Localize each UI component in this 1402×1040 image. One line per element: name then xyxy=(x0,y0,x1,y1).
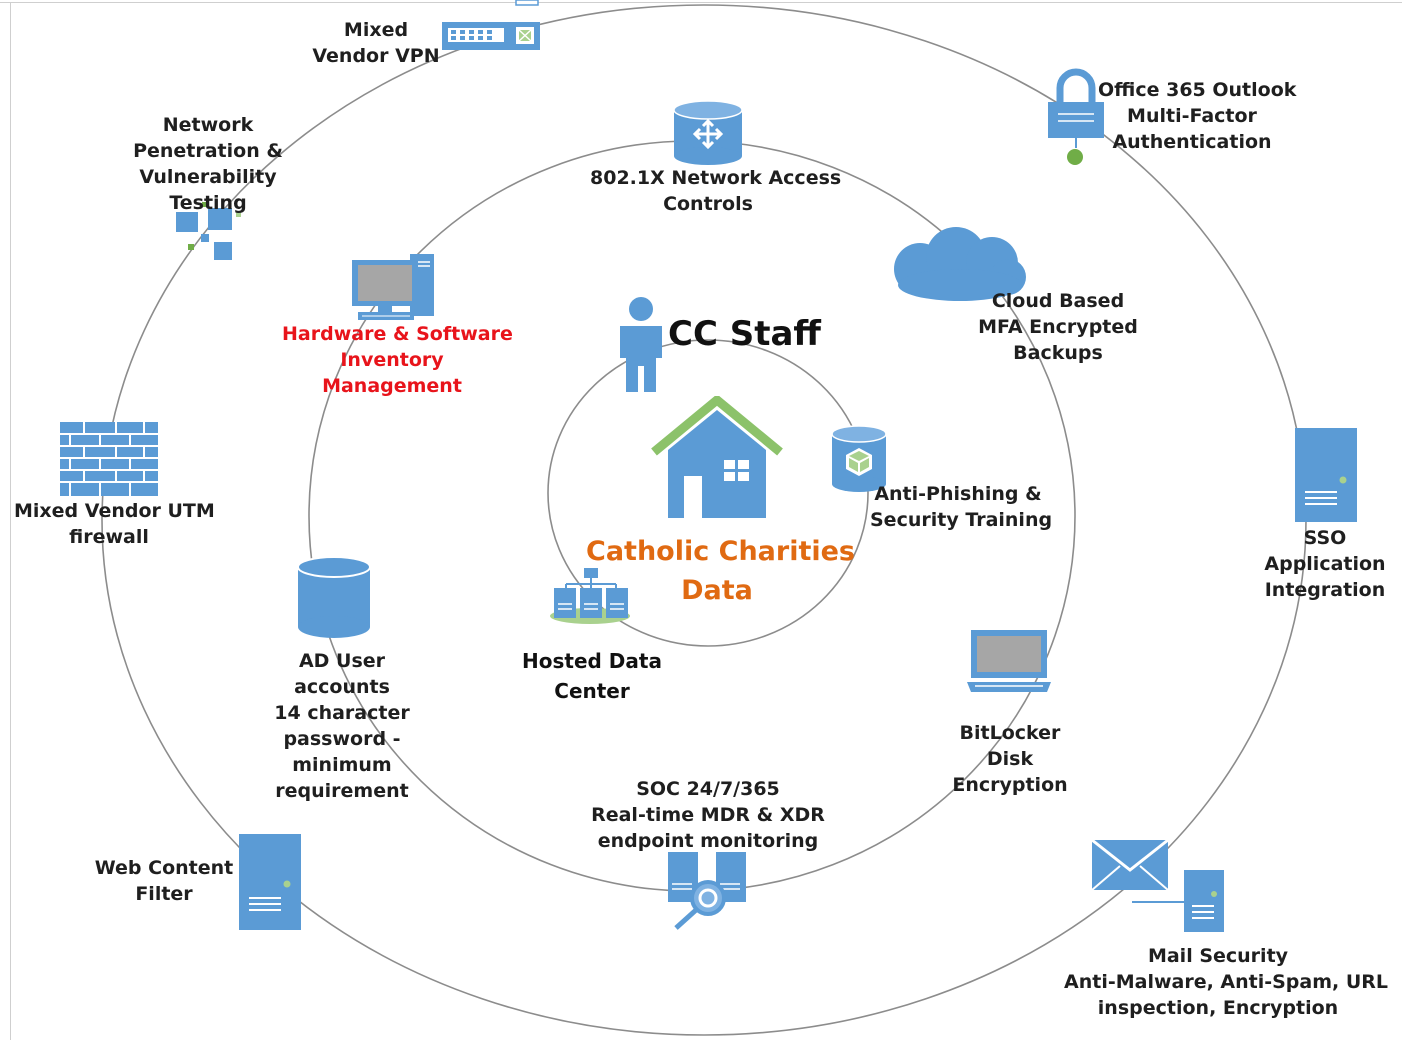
padlock-icon xyxy=(1048,68,1104,165)
brick-wall-icon xyxy=(60,422,158,496)
catholic-charities-data-label: Catholic Charities Data xyxy=(586,536,855,606)
database-icon xyxy=(297,556,371,638)
label-network-pen-testing: Network Penetration & Vulnerability Test… xyxy=(133,114,283,214)
top-edge-icon xyxy=(515,0,539,6)
label-hw-sw-inventory: Hardware & Software Inventory Management xyxy=(282,323,513,397)
label-hosted-dc: Hosted Data Center xyxy=(522,649,662,703)
router-cylinder-icon xyxy=(673,100,743,165)
laptop-icon xyxy=(967,630,1051,692)
inner-ring xyxy=(547,339,869,647)
person-icon xyxy=(620,297,662,392)
frame-left-border xyxy=(10,2,11,1040)
datacenter-icon xyxy=(550,568,630,624)
label-bitlocker: BitLocker Disk Encryption xyxy=(952,722,1068,796)
monitoring-servers-icon xyxy=(668,852,746,930)
label-office365-mfa: Office 365 Outlook Multi-Factor Authenti… xyxy=(1098,79,1297,153)
label-cloud-backups: Cloud Based MFA Encrypted Backups xyxy=(978,290,1138,364)
desktop-computer-icon xyxy=(352,254,434,320)
server-tower-icon xyxy=(239,834,301,930)
house-icon xyxy=(651,396,783,518)
network-switch-icon xyxy=(442,22,540,50)
label-mail-security: Mail Security Anti-Malware, Anti-Spam, U… xyxy=(1064,945,1389,1019)
label-web-filter: Web Content Filter xyxy=(94,857,234,905)
database-cube-icon xyxy=(831,425,887,492)
label-mixed-vendor-vpn: Mixed Vendor VPN xyxy=(312,19,440,67)
label-anti-phishing: Anti-Phishing & Security Training xyxy=(870,483,1053,531)
label-sso: SSO Application Integration xyxy=(1264,527,1386,601)
label-nac-8021x: 802.1X Network Access Controls xyxy=(590,167,842,215)
cc-staff-label: CC Staff xyxy=(668,314,821,354)
label-soc: SOC 24/7/365 Real-time MDR & XDR endpoin… xyxy=(591,778,825,852)
frame-top-border xyxy=(0,2,1402,3)
cloud-icon xyxy=(894,227,1026,301)
scatter-squares-icon xyxy=(176,202,241,260)
label-utm-firewall: Mixed Vendor UTM firewall xyxy=(14,500,215,548)
server-tower-icon xyxy=(1295,428,1357,522)
label-ad-accounts: AD User accounts 14 character password -… xyxy=(274,650,410,802)
envelope-server-icon xyxy=(1091,838,1224,932)
